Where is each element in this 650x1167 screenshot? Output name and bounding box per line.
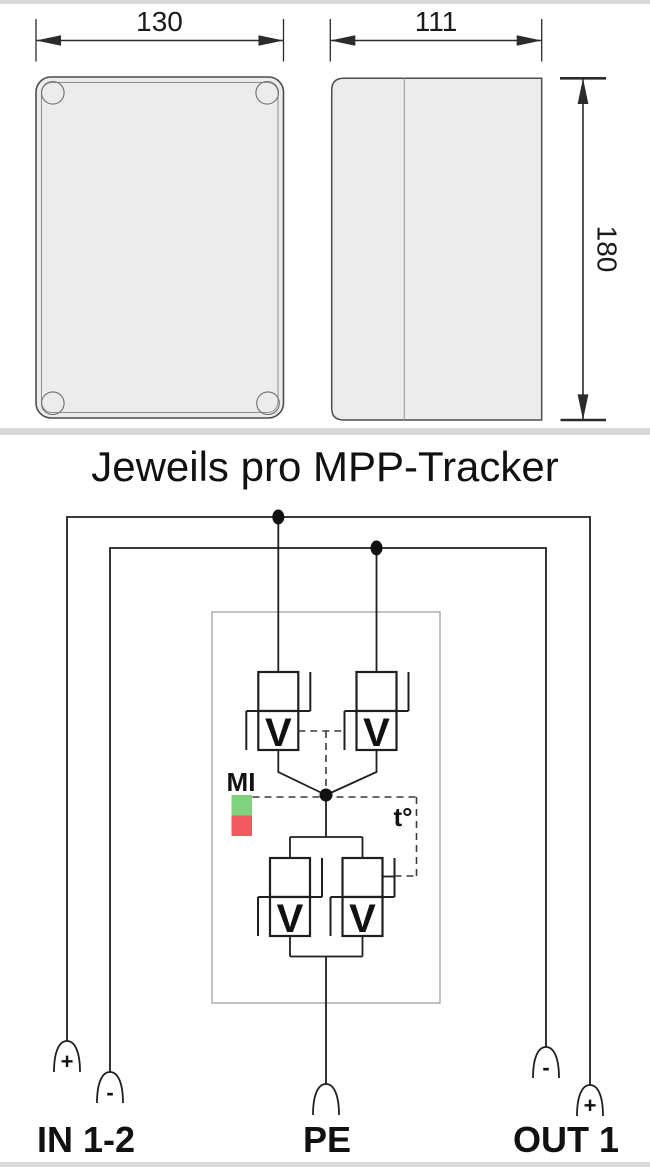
page-separator-middle xyxy=(0,428,650,435)
terminal-label-pe: PE xyxy=(302,1119,352,1160)
arrowhead-left-icon xyxy=(36,35,61,46)
node-to-lower-pair xyxy=(289,795,364,858)
varistor-box xyxy=(268,895,312,938)
converge-to-node xyxy=(277,750,378,796)
arrowhead-up-icon xyxy=(577,78,589,104)
varistor-label: V xyxy=(277,897,304,941)
front-view-drawing xyxy=(35,76,285,419)
varistor-label: V xyxy=(265,711,292,755)
disconnector-box xyxy=(341,856,384,899)
link-thermal-line xyxy=(394,797,418,877)
out-plus-sign: + xyxy=(584,1093,597,1118)
out-minus-sign: - xyxy=(542,1055,549,1080)
front-view-inner-edge xyxy=(41,82,279,413)
terminal-out-plus-icon xyxy=(576,1084,604,1117)
terminal-in-plus-icon xyxy=(53,1040,81,1073)
mi-indicator-red xyxy=(231,815,252,836)
spd-circuit-diagram: V V V V xyxy=(53,509,604,1118)
side-view-outline xyxy=(330,77,543,421)
diagram-title: Jeweils pro MPP-Tracker xyxy=(91,443,559,490)
side-width-value: 111 xyxy=(415,6,458,37)
disconnector-brackets xyxy=(245,672,312,750)
varistor-box xyxy=(355,709,398,752)
screw-hole-icon xyxy=(40,391,65,416)
lower-pair-to-pe xyxy=(289,936,364,1084)
page-separator-bottom xyxy=(0,1162,650,1167)
varistor-label: V xyxy=(363,711,390,755)
thermal-disconnect-label: t° xyxy=(393,802,412,832)
screw-hole-icon xyxy=(255,80,280,105)
arrowhead-right-icon xyxy=(258,35,284,46)
disconnector-box xyxy=(355,670,398,713)
junction-dot xyxy=(370,540,383,556)
mi-label: MI xyxy=(227,767,256,797)
height-value: 180 xyxy=(592,226,623,273)
mechanical-linkage-dashed xyxy=(252,730,418,877)
end-ticks xyxy=(560,77,606,422)
circuit-wiring xyxy=(66,516,591,1085)
front-width-value: 130 xyxy=(136,6,183,37)
varistor-label: V xyxy=(349,897,376,941)
disconnector-box xyxy=(257,670,300,713)
front-width-dimension: 130 xyxy=(35,6,285,62)
terminal-label-out: OUT 1 xyxy=(512,1119,619,1160)
disconnector-brackets xyxy=(343,672,410,750)
terminals xyxy=(53,1040,604,1117)
mi-status-indicator: MI xyxy=(227,767,256,836)
side-width-dimension: 111 xyxy=(329,6,543,62)
arrowhead-down-icon xyxy=(577,394,589,420)
disconnector-brackets xyxy=(329,858,396,936)
minus-rail xyxy=(109,547,547,1072)
varistor-bottom-left: V xyxy=(257,856,323,941)
terminal-out-minus-icon xyxy=(532,1046,560,1079)
terminal-label-in: IN 1-2 xyxy=(36,1119,136,1160)
junction-dot xyxy=(319,788,333,802)
in-minus-sign: - xyxy=(106,1080,113,1105)
varistor-bottom-right: V xyxy=(329,856,396,941)
in-plus-sign: + xyxy=(61,1049,74,1074)
page-separator-top xyxy=(0,0,650,4)
screw-hole-icon xyxy=(40,80,65,105)
plus-rail xyxy=(66,516,591,1085)
disconnector-brackets xyxy=(257,858,323,936)
side-view-drawing xyxy=(330,77,543,421)
enclosure-dimension-drawing: 130 111 180 xyxy=(35,6,623,422)
junction-dot xyxy=(272,509,285,525)
mi-indicator-green xyxy=(231,795,252,816)
disconnector-box xyxy=(268,856,312,899)
terminal-pe-icon xyxy=(312,1083,340,1116)
height-dimension: 180 xyxy=(560,77,623,422)
arrowhead-right-icon xyxy=(516,35,542,46)
front-view-outline xyxy=(35,76,285,419)
terminal-in-minus-icon xyxy=(96,1071,124,1104)
varistor-top-right: V xyxy=(343,670,410,755)
arrowhead-left-icon xyxy=(330,35,356,46)
screw-hole-icon xyxy=(256,391,280,416)
